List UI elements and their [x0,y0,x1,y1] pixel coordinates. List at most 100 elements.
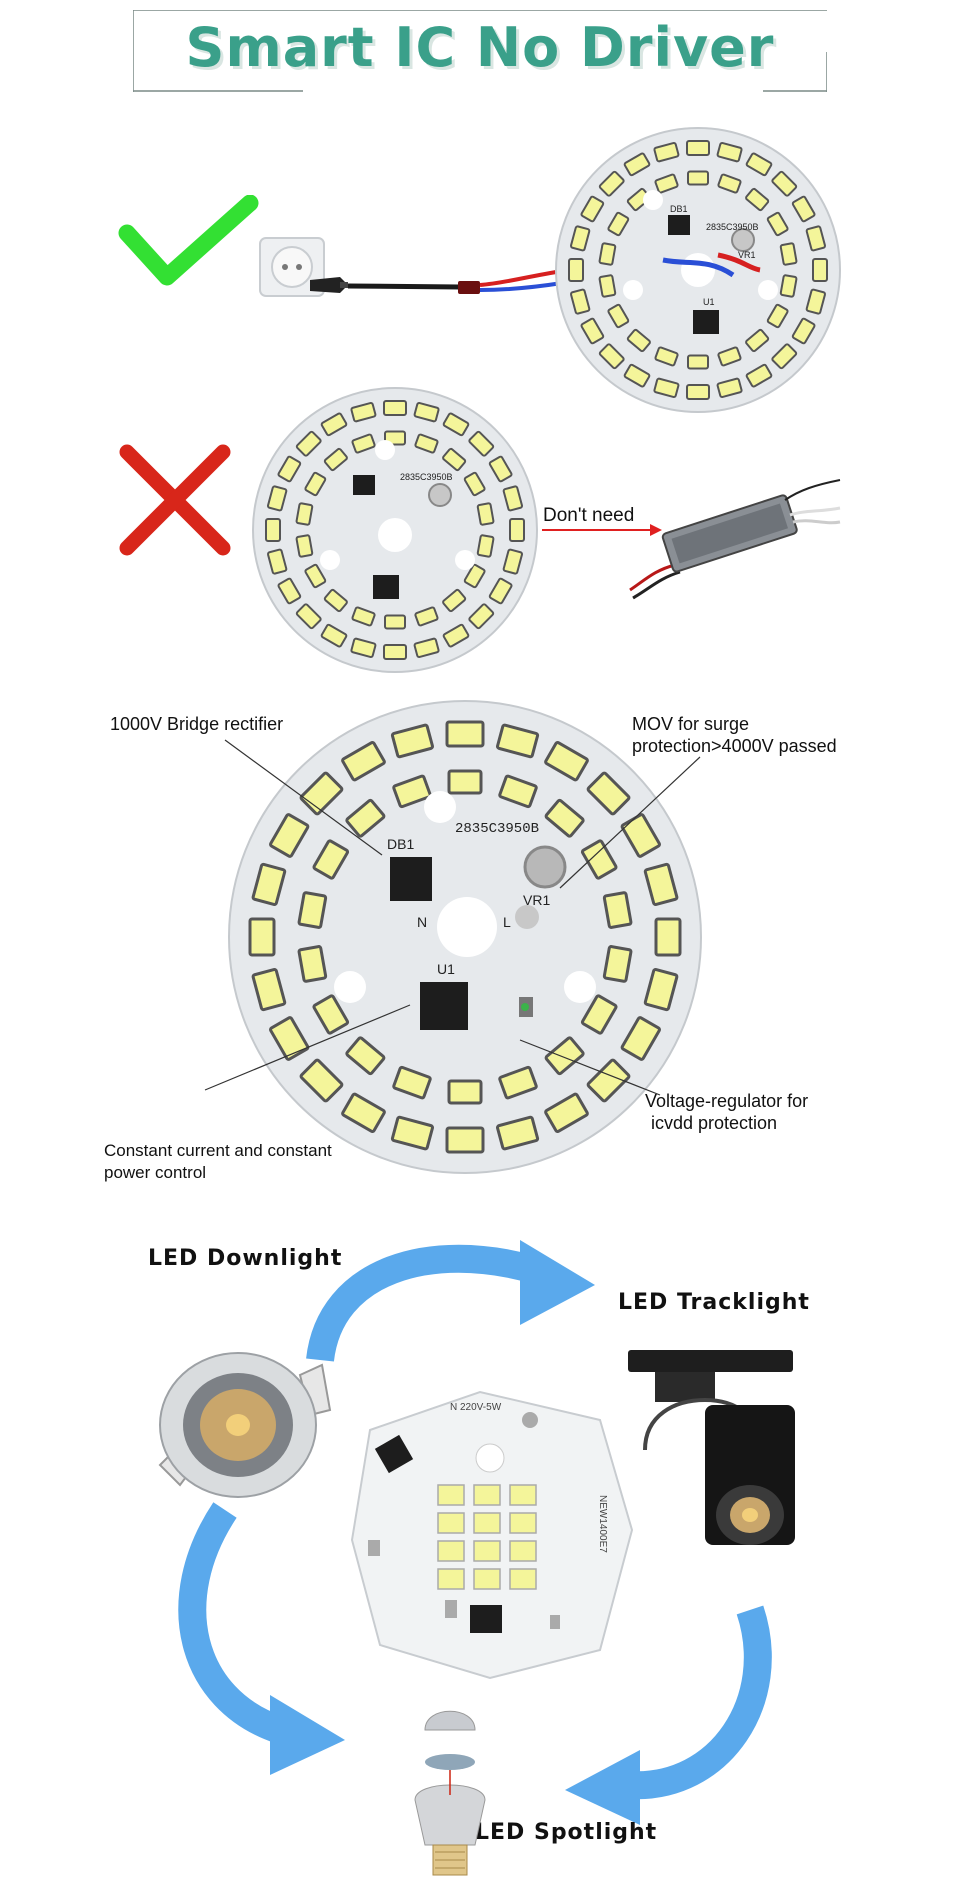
led-chip [442,623,470,648]
led-chip [463,471,486,497]
led-chip [473,1568,501,1590]
led-chip [586,771,631,816]
check-icon [118,195,259,286]
pcb-board-top: 2835C3950B DB1 U1 VR1 [555,127,841,413]
pcb-board-annotated: 2835C3950B DB1 VR1 U1 N L [228,700,702,1174]
led-chip [771,170,798,197]
callout-mov: MOV for surge protection>4000V passed [632,713,837,757]
led-chip [509,518,525,542]
led-chip [437,1540,465,1562]
led-chip [295,430,322,457]
led-chip [620,813,661,858]
led-chip [414,606,439,627]
led-chip [297,891,328,929]
led-chip [779,242,798,266]
led-chip [266,548,288,575]
led-chip [345,798,386,838]
app-label-tracklight: LED Tracklight [618,1290,810,1315]
led-chip [598,343,625,370]
led-chip [463,563,486,589]
led-chip [544,798,585,838]
led-chip [607,211,630,237]
led-chip [716,141,743,163]
led-chip [716,377,743,399]
page-title: Smart IC No Driver [185,16,775,79]
callout-constant: Constant current and constant power cont… [104,1140,332,1184]
led-chip [779,274,798,298]
pcb-board-middle: 2835C3950B [252,387,538,673]
led-chip [251,967,287,1012]
pcb-db1-label: DB1 [670,204,688,214]
callout-constant-line1: Constant current and constant [104,1141,332,1160]
led-chip [295,534,314,558]
pcb-part-code: 2835C3950B [400,472,453,482]
led-chip [568,258,584,282]
cross-icon [119,444,231,556]
callout-bridge-rectifier: 1000V Bridge rectifier [110,714,284,734]
tracklight-image [628,1350,795,1545]
led-chip [607,303,630,329]
pcb-db1-label-large: DB1 [387,836,414,852]
led-chip [495,723,540,759]
led-chip [299,1058,344,1103]
led-chip [488,455,513,483]
led-chip [248,917,276,957]
callout-regulator-line2: icvdd protection [651,1113,778,1133]
led-chip [717,173,742,194]
led-chip [390,723,435,759]
led-chip [468,430,495,457]
led-chip [509,1512,537,1534]
led-chip [304,471,327,497]
led-chip [805,288,827,315]
led-chip [295,502,314,526]
led-chip [350,401,377,423]
cycle-arrows [178,1240,772,1825]
wall-socket-icon [259,237,325,297]
led-chip [383,400,407,416]
spotlight-bulb-image [414,1710,486,1876]
led-chip [473,1512,501,1534]
led-chip [345,1036,386,1076]
led-chip [771,343,798,370]
led-chip [580,195,605,223]
led-chip [266,485,288,512]
led-chip [265,518,281,542]
led-chip [569,225,591,252]
app-label-downlight: LED Downlight [148,1246,343,1271]
led-chip [392,774,432,809]
led-chip [643,967,679,1012]
led-chip [277,577,302,605]
led-chip [414,433,439,454]
led-chip [323,588,348,613]
led-chip [687,354,709,370]
board-label-side: NEW1400E7 [597,1495,608,1553]
title-frame [133,10,827,92]
pcb-part-code: 2835C3950B [706,222,759,232]
led-chip [602,891,633,929]
led-chip [686,384,710,400]
pcb-n-label: N [417,914,427,930]
led-chip [442,412,470,437]
led-chip [351,433,376,454]
led-chip [791,317,816,345]
led-chip [623,152,651,177]
callout-mov-line2: protection>4000V passed [632,736,837,756]
led-chip [473,1540,501,1562]
dont-need-arrow [542,524,662,536]
led-chip [476,502,495,526]
led-chip [745,152,773,177]
led-chip [384,614,406,630]
pcb-l-label: L [503,914,511,930]
led-chip [320,623,348,648]
led-chip [498,1065,538,1100]
led-chip [437,1568,465,1590]
led-chip [384,430,406,446]
led-chip [509,1568,537,1590]
led-chip [502,485,524,512]
led-chip [686,140,710,156]
led-chip [447,1079,483,1105]
led-chip [445,1126,485,1154]
led-chip [620,1016,661,1061]
pcb-vr1-label: VR1 [738,250,756,260]
led-chip [251,862,287,907]
